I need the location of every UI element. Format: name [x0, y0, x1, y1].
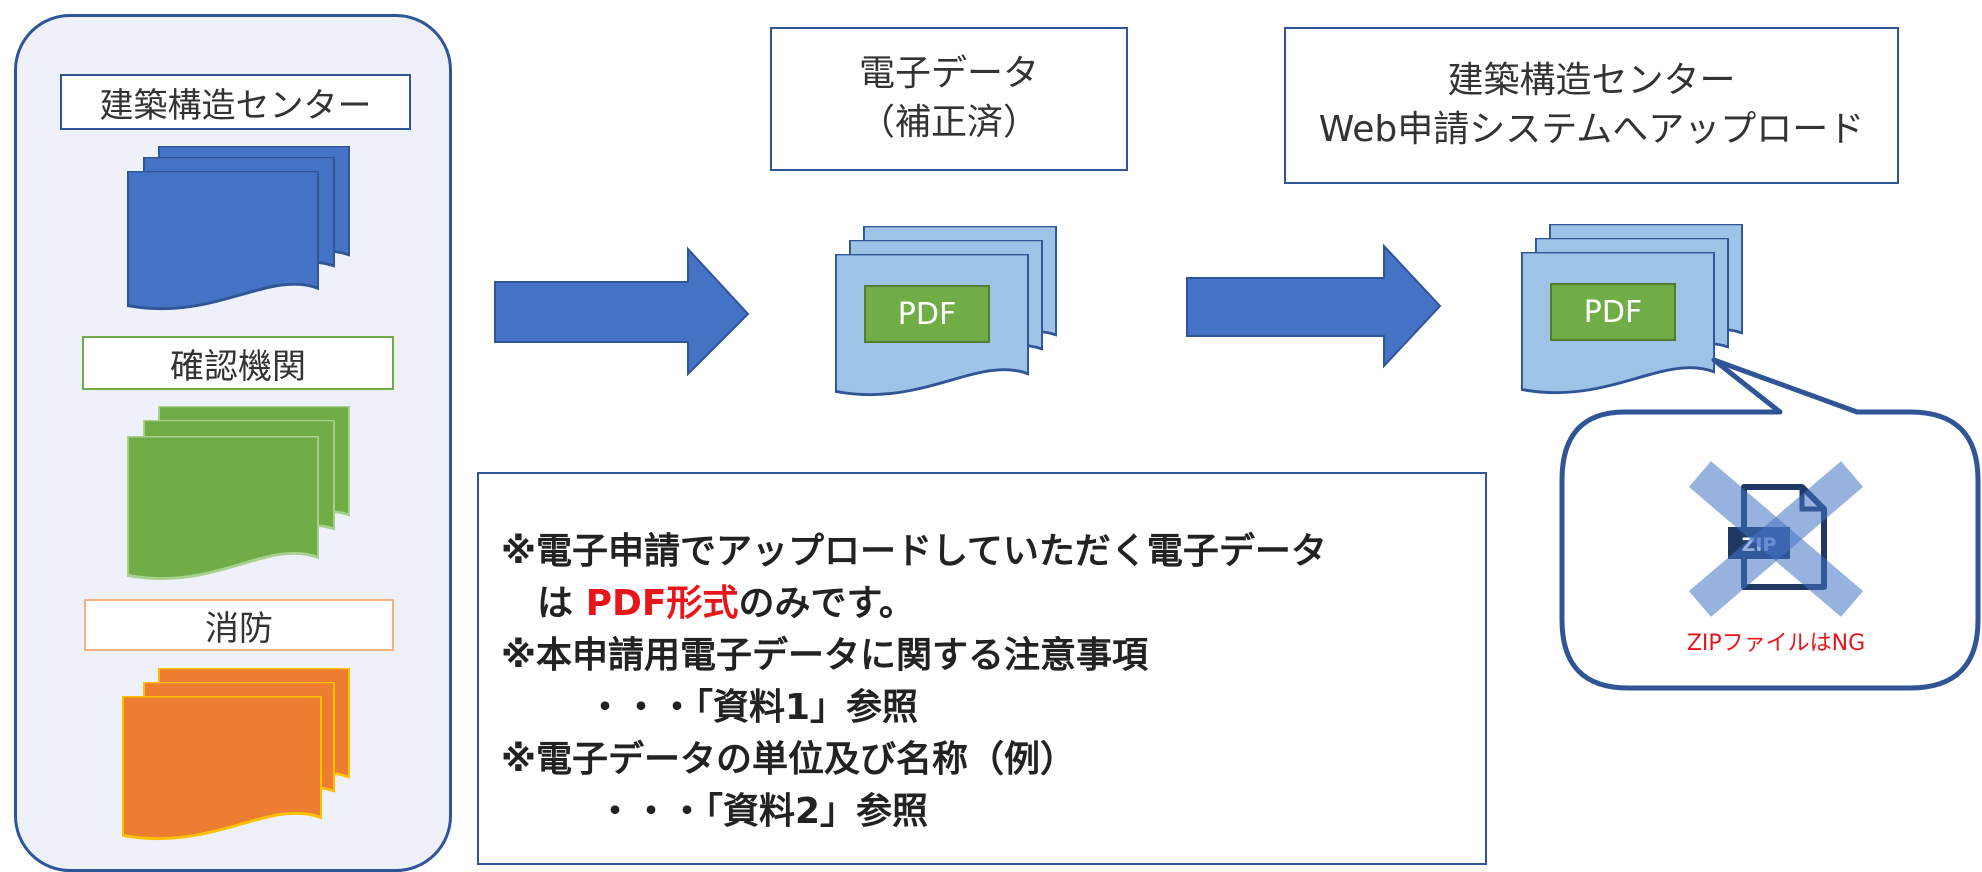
note-line1: ※電子申請でアップロードしていただく電子データ [501, 531, 1327, 572]
green-document-stack [127, 406, 350, 581]
step2-line1: 建築構造センター [1447, 59, 1736, 101]
step1-label-box: 電子データ （補正済） [770, 27, 1128, 171]
note-line2: は PDF形式のみです。 [537, 583, 915, 624]
note-line6: ・・・「資料2」参照 [597, 791, 929, 832]
pdf-badge-2-text: PDF [1584, 295, 1642, 330]
arrow-right-2 [1186, 243, 1442, 369]
source-label-fire-department: 消防 [84, 599, 394, 651]
step1-line2: （補正済） [858, 102, 1039, 143]
note-line5: ※電子データの単位及び名称（例） [501, 739, 1076, 780]
note-line4: ・・・「資料1」参照 [587, 687, 919, 728]
pdf-badge-1 [864, 285, 990, 343]
source-label-structure-center: 建築構造センター [60, 74, 411, 130]
step2-label-box: 建築構造センター Web申請システムへアップロード [1284, 27, 1899, 184]
ng-caption: ZIPファイルはNG [1687, 631, 1865, 656]
cross-icon [1688, 461, 1864, 617]
note-line3: ※本申請用電子データに関する注意事項 [501, 635, 1148, 676]
pdf-badge-2 [1550, 283, 1676, 341]
note-pdf-format: PDF形式 [585, 583, 739, 624]
notes-box: ※電子申請でアップロードしていただく電子データ は PDF形式のみです。 ※本申… [477, 472, 1487, 865]
pdf-badge-1-text: PDF [898, 297, 956, 332]
blue-document-stack [127, 146, 350, 311]
orange-document-stack [122, 668, 350, 841]
step1-line1: 電子データ [858, 53, 1039, 95]
arrow-right-1 [494, 246, 750, 377]
step2-line2: Web申請システムへアップロード [1318, 108, 1865, 150]
source-label-inspection-agency: 確認機関 [82, 336, 394, 390]
